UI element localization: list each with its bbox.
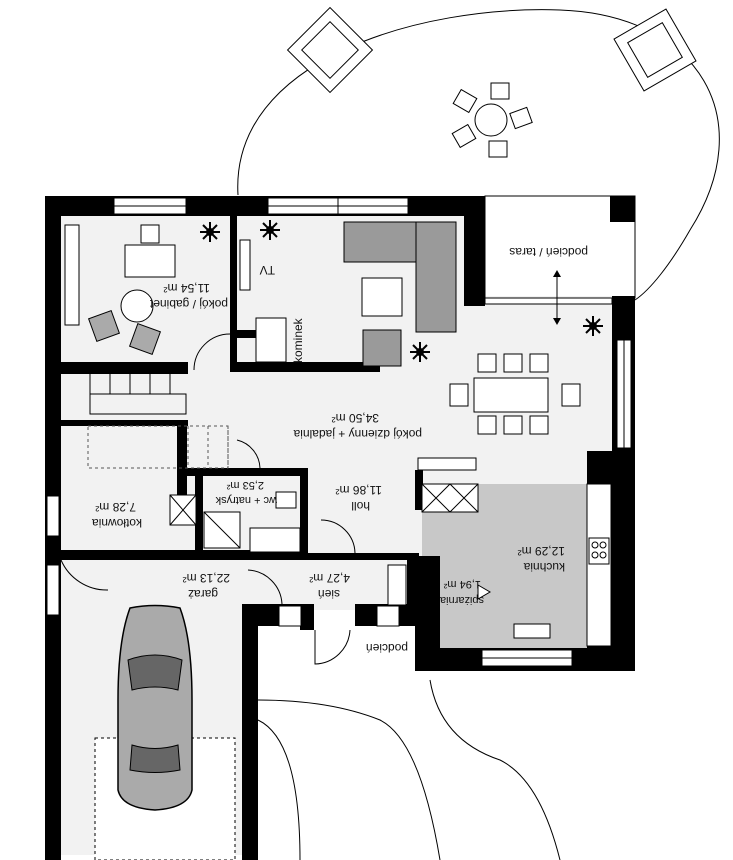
room-name-sien: sień: [318, 587, 340, 601]
room-label-kuchnia: kuchnia 12,29 m²: [518, 544, 565, 574]
label-tv: TV: [260, 263, 275, 277]
room-name-gabinet: pokój / gabinet: [149, 297, 228, 311]
room-area-sien: 4,27 m²: [309, 571, 350, 585]
room-label-holl: holl 11,86 m²: [336, 483, 382, 513]
label-podcien: podcień: [366, 641, 408, 655]
room-name-spizarnia: spiżarnia: [439, 594, 484, 606]
bathroom-fixtures: [169, 491, 407, 606]
room-label-dzienny: pokój dzienny + jadalnia 34,50 m²: [293, 411, 422, 441]
room-name-kotlownia: kotłownia: [92, 516, 142, 530]
label-podcien-taras: podcień / taras: [509, 245, 588, 259]
garden-lamp-right: [613, 8, 697, 92]
room-area-kuchnia: 12,29 m²: [518, 544, 565, 558]
room-label-garaz: garaż 22,13 m²: [183, 571, 230, 601]
room-label-gabinet: pokój / gabinet 11,54 m²: [149, 281, 228, 311]
inner-walls: [58, 210, 423, 623]
room-area-garaz: 22,13 m²: [183, 571, 230, 585]
garden-table-with-chairs: [451, 82, 533, 158]
spizarnia-arrow-icon: [477, 584, 491, 600]
stairs: [58, 374, 229, 469]
room-name-kuchnia: kuchnia: [523, 560, 565, 574]
room-area-kotlownia: 7,28 m²: [95, 500, 136, 514]
label-podcien-group: podcień: [366, 641, 408, 655]
room-label-kotlownia: kotłownia 7,28 m²: [92, 500, 142, 530]
room-name-holl: holl: [351, 499, 370, 513]
room-area-wc: 2,53 m²: [226, 479, 264, 491]
room-name-wc: wc + natrysk: [215, 494, 278, 506]
garden-outline: [237, 9, 720, 301]
label-kominek-group: kominek: [291, 317, 305, 363]
room-area-dzienny: 34,50 m²: [332, 411, 379, 425]
room-area-spizarnia: 1,94 m²: [443, 578, 481, 590]
front-path: [257, 679, 561, 860]
doors: [60, 270, 561, 665]
car-icon: [94, 604, 236, 860]
kitchen-furniture: [421, 483, 612, 647]
label-tv-group: TV: [260, 263, 275, 277]
room-area-holl: 11,86 m²: [336, 483, 382, 497]
living-furniture: [239, 221, 581, 471]
room-name-dzienny: pokój dzienny + jadalnia: [293, 427, 422, 441]
room-label-sien: sień 4,27 m²: [309, 571, 350, 601]
label-kominek: kominek: [291, 317, 305, 363]
label-podcien-taras-group: podcień / taras: [509, 245, 588, 259]
windows: [46, 197, 632, 667]
room-label-wc: wc + natrysk 2,53 m²: [215, 479, 278, 506]
gabinet-furniture: [64, 224, 176, 356]
room-label-spizarnia: spiżarnia 1,94 m²: [439, 578, 484, 606]
room-area-gabinet: 11,54 m²: [164, 281, 210, 295]
room-name-garaz: garaż: [188, 587, 218, 601]
garden-lamp-left: [286, 6, 374, 94]
plant-icons: [200, 220, 603, 362]
